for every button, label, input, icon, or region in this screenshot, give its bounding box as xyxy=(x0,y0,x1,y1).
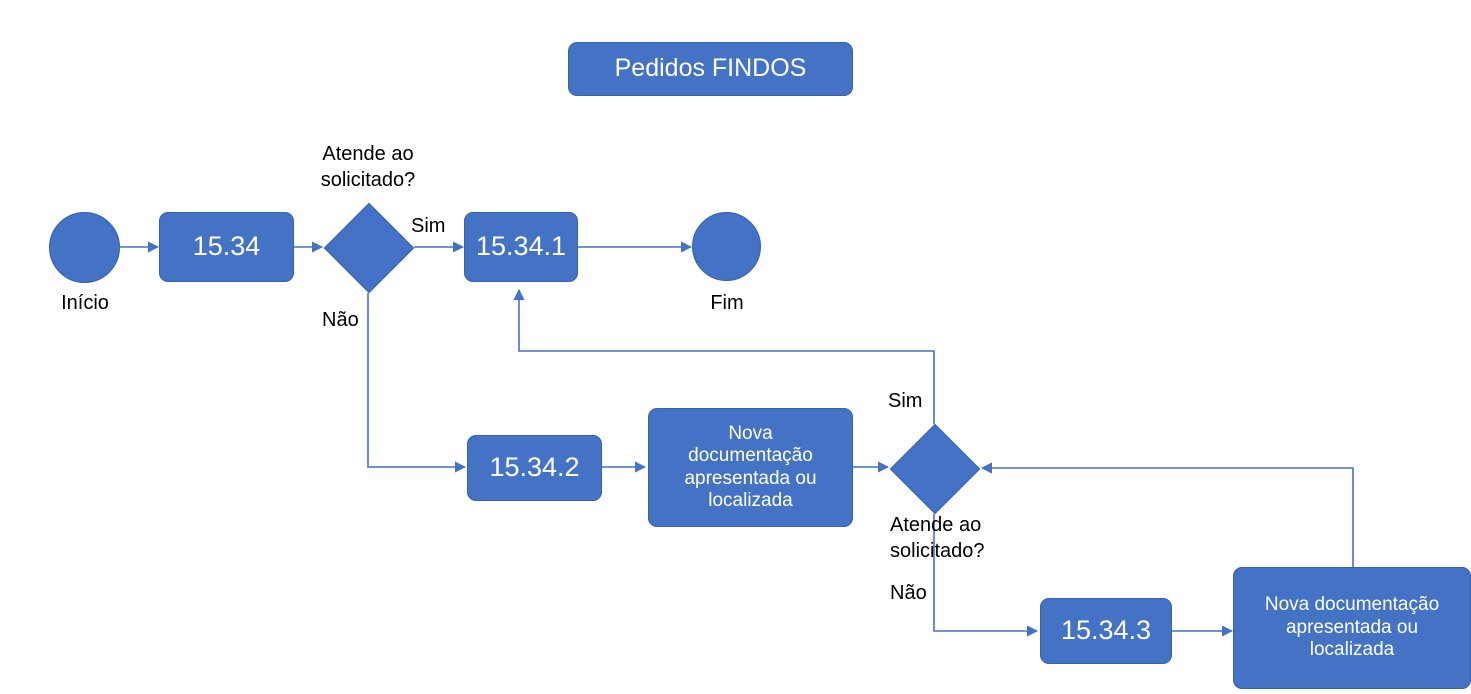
step-15-34-label: 15.34 xyxy=(192,231,261,262)
doc-box-1-label: Nova documentação apresentada ou localiz… xyxy=(684,422,817,511)
decision-1-no-label: Não xyxy=(322,309,359,331)
decision-1-yes-label: Sim xyxy=(411,215,446,237)
title-box: Pedidos FINDOS xyxy=(568,42,853,96)
doc-box-2-label: Nova documentação apresentada ou localiz… xyxy=(1264,594,1440,661)
doc-box-2: Nova documentação apresentada ou localiz… xyxy=(1233,567,1471,689)
decision-2-question: Atende ao solicitado? xyxy=(890,514,985,562)
doc-box-1: Nova documentação apresentada ou localiz… xyxy=(648,408,853,527)
start-node-caption: Início xyxy=(61,292,109,314)
decision-2 xyxy=(889,423,981,515)
step-15-34-3-label: 15.34.3 xyxy=(1060,615,1152,646)
decision-1 xyxy=(323,202,415,294)
decision-1-question: Atende ao solicitado? xyxy=(320,143,416,191)
step-15-34-2: 15.34.2 xyxy=(467,435,602,501)
decision-2-yes-label: Sim xyxy=(888,390,923,412)
step-15-34-1-label: 15.34.1 xyxy=(475,231,567,262)
step-15-34-2-label: 15.34.2 xyxy=(489,452,580,483)
step-15-34-3: 15.34.3 xyxy=(1040,598,1172,664)
end-node xyxy=(692,212,761,281)
edge-decision1-no-15342 xyxy=(367,293,467,473)
end-node-caption: Fim xyxy=(710,292,744,314)
decision-2-no-label: Não xyxy=(890,582,927,604)
start-node xyxy=(49,212,120,283)
title-box-label: Pedidos FINDOS xyxy=(614,54,807,83)
step-15-34: 15.34 xyxy=(159,212,294,282)
step-15-34-1: 15.34.1 xyxy=(464,212,578,282)
